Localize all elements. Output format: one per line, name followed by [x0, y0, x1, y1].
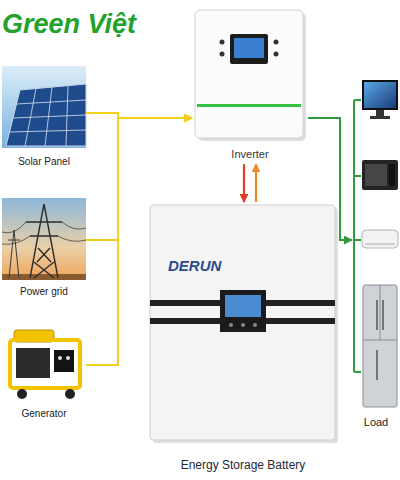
generator-node: Generator: [2, 320, 86, 422]
fridge: [363, 285, 397, 407]
fridge-handle: [377, 300, 383, 380]
green-stripe: [197, 104, 301, 107]
battery-picture: [150, 205, 338, 443]
load-node: Load: [352, 70, 400, 431]
load-bracket: [354, 100, 361, 372]
connector-arrow: [244, 164, 256, 202]
screen-frame: [230, 34, 268, 64]
connector-arrow: [86, 118, 192, 240]
tv-stand: [376, 110, 384, 116]
microwave: [362, 160, 398, 190]
connector-line: [255, 164, 257, 202]
connector-line: [243, 164, 245, 202]
inverter-picture: [195, 10, 306, 141]
ac-vent: [365, 244, 395, 245]
connector-line: [308, 118, 352, 240]
display: [225, 295, 261, 317]
solar-panel: [6, 84, 86, 146]
pylon: [26, 204, 62, 278]
node-caption: Load: [364, 416, 388, 429]
connector-arrow: [308, 118, 352, 240]
button: [274, 40, 279, 45]
node-caption: Power grid: [20, 286, 68, 298]
node-caption: Solar Panel: [18, 156, 70, 168]
button: [229, 323, 233, 327]
connector-line: [86, 118, 192, 240]
watermark: Green Việt: [2, 9, 136, 40]
button: [220, 52, 225, 57]
engine: [16, 348, 50, 378]
socket: [58, 356, 62, 360]
wheel: [65, 389, 75, 399]
socket: [66, 356, 70, 360]
battery-body: [150, 205, 335, 440]
inverter-node: Inverter: [192, 8, 308, 163]
node-caption: Inverter: [231, 148, 268, 161]
tv-screen: [364, 82, 396, 108]
fridge-door-line: [363, 285, 397, 340]
display-frame: [220, 290, 266, 332]
button: [253, 323, 257, 327]
pylon: [8, 230, 20, 278]
generator-frame: [10, 340, 80, 388]
air-conditioner: [362, 230, 398, 248]
button: [241, 323, 245, 327]
button: [220, 40, 225, 45]
node-caption: Generator: [21, 408, 66, 420]
node-caption: Energy Storage Battery: [181, 458, 306, 472]
tv-frame: [362, 80, 398, 110]
solar-panel-picture: [2, 66, 86, 148]
generator-picture: [10, 330, 80, 399]
load-pictures: [354, 80, 398, 407]
tv-stand: [370, 116, 390, 119]
screen: [234, 38, 264, 58]
wheel: [17, 389, 27, 399]
control-panel: [54, 350, 74, 372]
button: [274, 52, 279, 57]
connector-arrow: [86, 118, 192, 365]
inverter-body: [195, 10, 303, 138]
panel-grid: [10, 86, 87, 146]
power-wire: [2, 222, 86, 244]
battery-node: DERUN Energy Storage Battery: [148, 203, 338, 474]
sky: [2, 66, 86, 148]
connector-line: [86, 118, 192, 365]
brand-name: DERUN: [168, 257, 221, 275]
microwave-window: [365, 164, 387, 186]
sky: [2, 198, 86, 280]
power-grid-node: Power grid: [2, 198, 86, 300]
solar-panel-node: Solar Panel: [2, 66, 86, 170]
power-grid-picture: [2, 198, 86, 280]
ground: [2, 274, 86, 280]
microwave-panel: [389, 164, 395, 186]
